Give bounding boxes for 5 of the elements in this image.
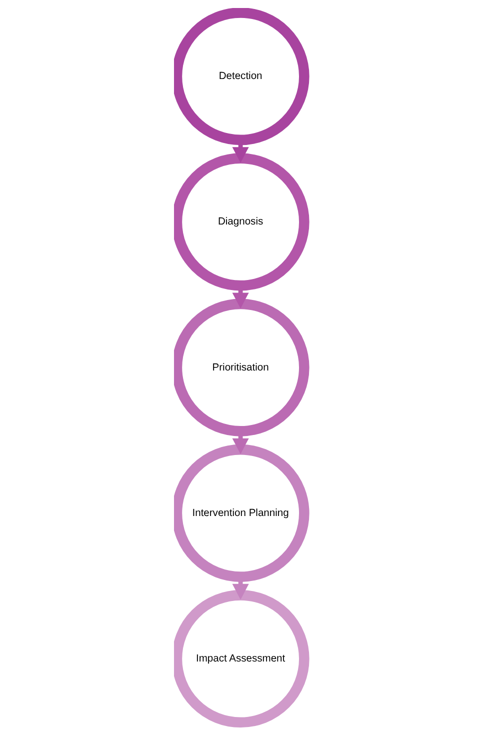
node-circle: Detection <box>174 8 310 146</box>
node-circle: Diagnosis <box>174 153 310 291</box>
node-circle: Impact Assessment <box>174 590 310 728</box>
node-circle: Intervention Planning <box>174 444 310 582</box>
node-circle: Prioritisation <box>174 298 310 436</box>
